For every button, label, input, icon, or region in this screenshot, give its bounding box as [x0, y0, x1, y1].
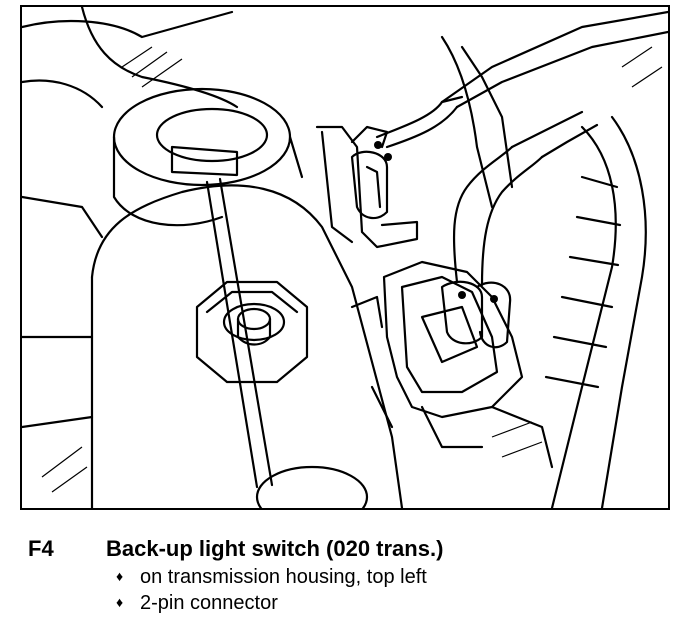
illustration-frame [20, 5, 670, 510]
backup-light-switch-illustration [22, 7, 668, 508]
figure-code: F4 [28, 536, 54, 561]
bullet-text: 2-pin connector [140, 592, 278, 614]
bullet-item: ♦ 2-pin connector [116, 590, 278, 615]
bullet-diamond-icon: ♦ [116, 568, 124, 584]
bullet-diamond-icon: ♦ [116, 594, 124, 610]
bullet-item: ♦ on transmission housing, top left [116, 564, 427, 589]
figure-title: Back-up light switch (020 trans.) [106, 536, 444, 561]
bullet-text: on transmission housing, top left [140, 566, 427, 588]
